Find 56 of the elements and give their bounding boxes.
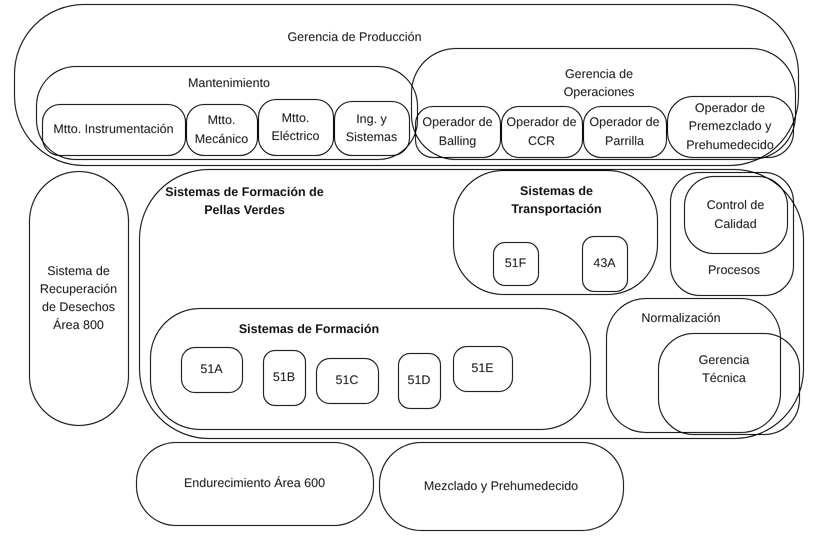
region-label: Endurecimiento Área 600 <box>184 475 326 492</box>
region-label: Procesos <box>706 262 762 279</box>
region-label: Mtto. Mecánico <box>194 112 250 148</box>
region-blob <box>658 333 800 435</box>
region-blob <box>334 100 410 156</box>
region-blob <box>411 48 796 160</box>
region-label: Control de Calidad <box>706 197 766 232</box>
region-blob <box>453 170 658 295</box>
region-label: Operador de CCR <box>505 114 578 150</box>
region-label: Normalización <box>640 310 722 327</box>
region-blob <box>606 298 781 433</box>
region-label: Operador de Premezclado y Prehumedecido <box>685 100 775 154</box>
region-blob <box>398 352 440 408</box>
region-blob <box>316 358 378 404</box>
region-blob <box>262 350 306 406</box>
region-label: 51D <box>408 372 430 390</box>
region-label: 51B <box>272 369 296 386</box>
region-blob <box>666 96 794 158</box>
region-blob <box>180 346 242 392</box>
region-label: Sistema de Recuperación de Desechos Área 800 <box>38 262 118 334</box>
region-label: 51F <box>504 255 526 272</box>
region-heading: Sistemas de Transportación <box>510 183 603 218</box>
region-label: Mtto. Eléctrico <box>270 110 320 145</box>
region-label: Gerencia Técnica <box>698 352 750 388</box>
region-blob <box>186 104 258 156</box>
region-blob <box>36 66 418 160</box>
region-label: 43A <box>593 255 616 272</box>
region-blob <box>684 176 788 254</box>
region-label: Ing. y Sistemas <box>344 110 398 146</box>
region-blob <box>42 104 186 156</box>
region-blob <box>28 170 128 426</box>
region-blob <box>150 308 591 430</box>
region-label: 51C <box>336 372 358 390</box>
region-blob <box>136 442 374 526</box>
region-blob <box>138 168 804 438</box>
region-blob <box>378 442 624 530</box>
region-label: Operador de Balling <box>421 114 494 150</box>
region-heading: Sistemas de Formación de Pellas Verdes <box>164 184 325 219</box>
region-label: Gerencia de Operaciones <box>562 66 636 102</box>
region-label: 51A <box>200 361 223 378</box>
region-blob <box>582 106 666 158</box>
region-blob <box>492 242 538 286</box>
region-blob <box>500 106 582 158</box>
region-blob <box>582 236 628 292</box>
region-heading: Sistemas de Formación <box>238 321 380 338</box>
region-label: Operador de Parrilla <box>588 114 661 150</box>
region-blob <box>414 106 500 158</box>
region-label: Mtto. Instrumentación <box>53 121 174 138</box>
region-label: 51E <box>471 360 494 378</box>
region-blob <box>14 4 798 166</box>
region-label: Mezclado y Prehumedecido <box>424 478 578 495</box>
region-blob <box>258 98 334 156</box>
region-label: Gerencia de Producción <box>286 28 423 46</box>
region-label: Mantenimiento <box>187 75 271 92</box>
region-blob <box>670 172 794 296</box>
region-blob <box>452 346 512 392</box>
